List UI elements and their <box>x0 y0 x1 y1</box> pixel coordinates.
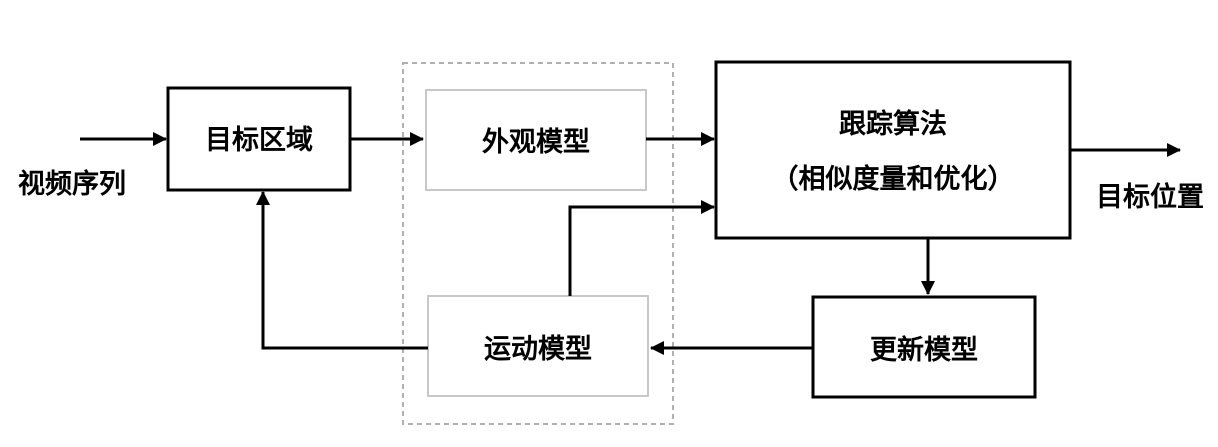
update-model-label: 更新模型 <box>870 334 978 366</box>
model-group-dashed-frame <box>402 62 674 425</box>
tracking-algorithm-label: 跟踪算法 <box>839 108 947 140</box>
motion-to-region-connector <box>256 191 428 350</box>
input-label: 视频序列 <box>18 168 126 200</box>
output-label: 目标位置 <box>1096 181 1204 213</box>
motion-model-box <box>427 295 649 397</box>
tracking-algorithm-sublabel: （相似度量和优化） <box>772 163 1015 195</box>
appearance-model-label: 外观模型 <box>482 127 590 158</box>
target-region-box <box>166 86 352 192</box>
tracking-algorithm-box <box>714 60 1072 240</box>
motion-model-label: 运动模型 <box>484 334 592 365</box>
target-region-label: 目标区域 <box>205 125 313 156</box>
appearance-model-box <box>425 89 647 191</box>
motion-to-tracking-connector <box>568 200 715 296</box>
